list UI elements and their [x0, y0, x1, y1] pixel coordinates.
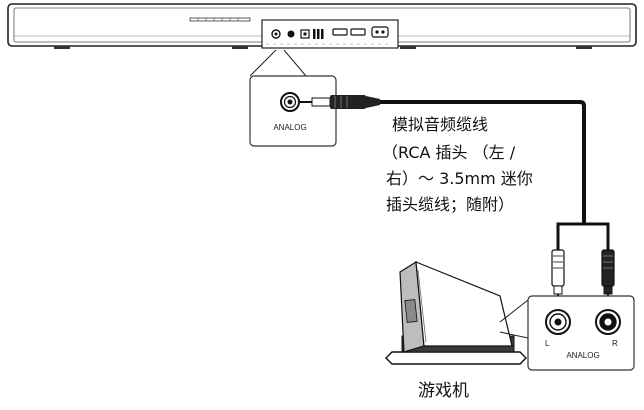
dip-switch-icon [313, 29, 324, 39]
analog-jack-icon [271, 29, 281, 39]
audio-cable [300, 95, 615, 304]
cable-label-line-4: 插头缆线；随附） [386, 195, 514, 214]
analog-output-label: ANALOG [566, 351, 599, 360]
hdmi-port-icon [350, 28, 366, 36]
rca-jack-left-icon [545, 309, 571, 335]
mini-plug-icon [300, 95, 380, 109]
hdmi-port-icon [332, 28, 348, 36]
optical-port-icon [300, 29, 310, 39]
game-console [385, 260, 527, 365]
cable-label-line-3: 右）～ 3.5mm 迷你 [386, 169, 533, 188]
cable-label: 模拟音频缆线 （RCA 插头 （左 / 右）～ 3.5mm 迷你 插头缆线；随附… [382, 115, 533, 214]
analog-input-label: ANALOG [273, 123, 306, 132]
analog-input-jack-icon [280, 92, 300, 112]
console-label: 游戏机 [418, 381, 469, 401]
rear-panel [261, 19, 399, 49]
vent-marks [189, 17, 251, 22]
analog-input-inset: ANALOG [249, 75, 337, 147]
analog-output-inset: L R ANALOG [527, 295, 635, 371]
cable-label-line-2: （RCA 插头 （左 / [382, 143, 516, 162]
soundbar [7, 3, 637, 49]
right-channel-label: R [612, 339, 618, 348]
left-channel-label: L [545, 339, 550, 348]
rca-jack-right-icon [595, 309, 621, 335]
cable-label-line-1: 模拟音频缆线 [392, 115, 488, 134]
subwoofer-jack-icon [287, 30, 295, 38]
power-port-icon [371, 26, 389, 38]
